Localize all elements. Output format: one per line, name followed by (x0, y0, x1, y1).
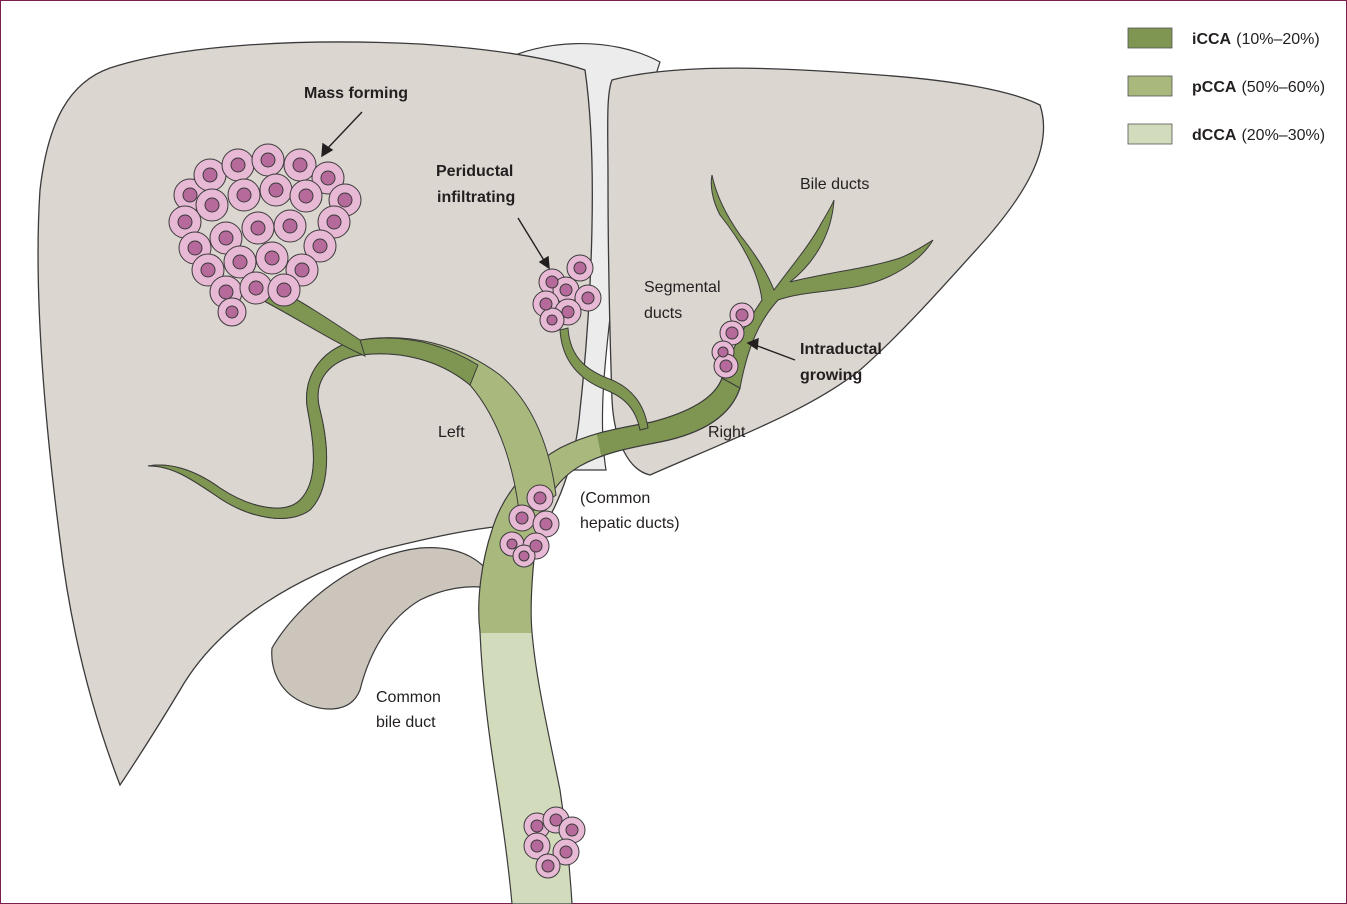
left-label: Left (438, 424, 465, 441)
svg-text:iCCA(10%–20%): iCCA(10%–20%) (1192, 31, 1320, 48)
liver-right-lobe (608, 68, 1044, 475)
legend-range-icca: (10%–20%) (1236, 31, 1320, 48)
periductal-label-line2: infiltrating (437, 189, 515, 206)
legend-range-pcca: (50%–60%) (1241, 79, 1325, 96)
legend: iCCA(10%–20%) pCCA(50%–60%) dCCA(20%–30%… (1128, 28, 1325, 144)
common-hepatic-label-line2: hepatic ducts) (580, 515, 680, 532)
legend-name-icca: iCCA (1192, 31, 1232, 48)
legend-name-pcca: pCCA (1192, 79, 1237, 96)
legend-range-dcca: (20%–30%) (1241, 127, 1325, 144)
segmental-label-line1: Segmental (644, 279, 721, 296)
right-label: Right (708, 424, 746, 441)
dcca-zone (0, 633, 1347, 904)
bile-ducts-label: Bile ducts (800, 176, 869, 193)
legend-item-pcca: pCCA(50%–60%) (1128, 76, 1325, 96)
legend-swatch-dcca (1128, 124, 1172, 144)
intraductal-label-line2: growing (800, 367, 862, 384)
segmental-label-line2: ducts (644, 305, 682, 322)
periductal-label-line1: Periductal (436, 163, 513, 180)
common-bile-label-line2: bile duct (376, 714, 436, 731)
svg-text:dCCA(20%–30%): dCCA(20%–30%) (1192, 127, 1325, 144)
svg-text:pCCA(50%–60%): pCCA(50%–60%) (1192, 79, 1325, 96)
common-hepatic-label-line1: (Common (580, 490, 650, 507)
legend-item-dcca: dCCA(20%–30%) (1128, 124, 1325, 144)
common-bile-label-line1: Common (376, 689, 441, 706)
legend-swatch-pcca (1128, 76, 1172, 96)
intraductal-label-line1: Intraductal (800, 341, 882, 358)
legend-name-dcca: dCCA (1192, 127, 1237, 144)
legend-swatch-icca (1128, 28, 1172, 48)
mass-forming-label: Mass forming (304, 85, 408, 102)
legend-item-icca: iCCA(10%–20%) (1128, 28, 1320, 48)
